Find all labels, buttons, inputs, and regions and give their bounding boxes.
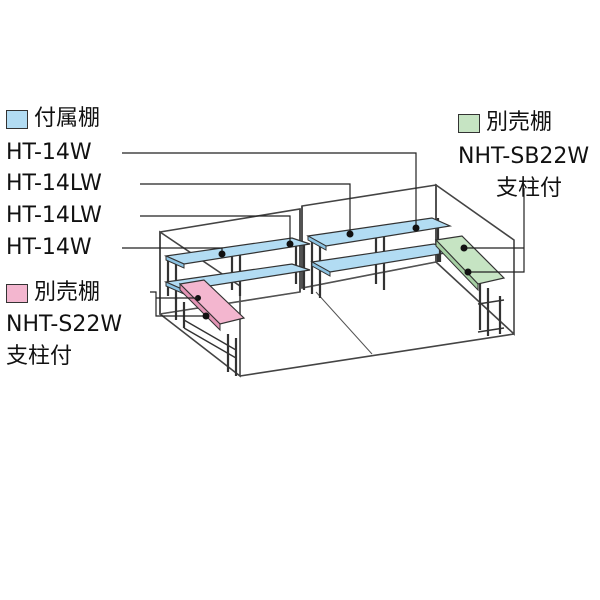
shelf-br-bottom — [310, 243, 455, 273]
label-ht-14w-bottom: HT-14W — [6, 235, 92, 260]
leader-nht-sb22w — [468, 188, 525, 273]
leader-dot-3 — [286, 240, 294, 248]
label-nht-sb22w-note: 支柱付 — [496, 176, 563, 201]
shelf-bl-top-edge — [165, 255, 185, 269]
legend-included-shelf: 付属棚 — [6, 108, 100, 130]
floor-front-edge — [239, 333, 515, 377]
leader-ht14lw-2 — [140, 215, 291, 244]
post-rs-2 — [478, 282, 490, 336]
label-nht-s22w: NHT-S22W — [6, 312, 123, 337]
legend-sold-left: 別売棚 — [6, 282, 100, 304]
leader-ht14w-top — [122, 152, 417, 228]
leader-dot-6 — [464, 268, 472, 276]
swatch-blue — [6, 109, 28, 129]
shelf-br-top-edge — [307, 235, 327, 251]
label-ht-14lw-2: HT-14LW — [6, 203, 102, 228]
label-nht-s22w-note: 支柱付 — [6, 344, 73, 369]
swatch-green — [458, 113, 480, 133]
shelf-br-bottom-edge — [311, 261, 331, 277]
legend-sold-left-text: 別売棚 — [34, 280, 101, 305]
shelf-unit-back-left — [163, 237, 311, 300]
leader-dot-7 — [460, 244, 468, 252]
post-ls-1 — [174, 298, 186, 328]
shelf-unit-right-side — [434, 235, 506, 336]
shelf-br-top — [306, 217, 453, 247]
floor-back-right — [301, 261, 437, 289]
leader-dot-4 — [218, 250, 226, 258]
leader-ht14lw-1 — [140, 183, 351, 234]
leader-nht-s22w — [150, 291, 206, 317]
shelf-unit-back-right — [306, 217, 455, 298]
leader-lines — [122, 152, 525, 320]
label-ht-14lw-1: HT-14LW — [6, 171, 102, 196]
swatch-pink — [6, 283, 28, 303]
legend-sold-right-text: 別売棚 — [486, 110, 553, 135]
leader-dot-5 — [202, 312, 210, 320]
leader-dot-1 — [412, 224, 420, 232]
ls-lower-rails — [183, 319, 237, 359]
shelf-rs-top-edge — [435, 238, 479, 292]
legend-included-text: 付属棚 — [34, 106, 101, 131]
label-nht-sb22w: NHT-SB22W — [458, 144, 590, 169]
shelf-ls-top-edge — [179, 282, 221, 332]
post-bl-3 — [294, 240, 306, 290]
shelf-unit-left-side — [174, 279, 246, 376]
leader-dot-2 — [346, 230, 354, 238]
label-ht-14w-top: HT-14W — [6, 140, 92, 165]
legend-sold-right: 別売棚 — [458, 112, 552, 134]
rs-lower-rails — [477, 299, 505, 333]
floor-seam — [315, 291, 373, 355]
